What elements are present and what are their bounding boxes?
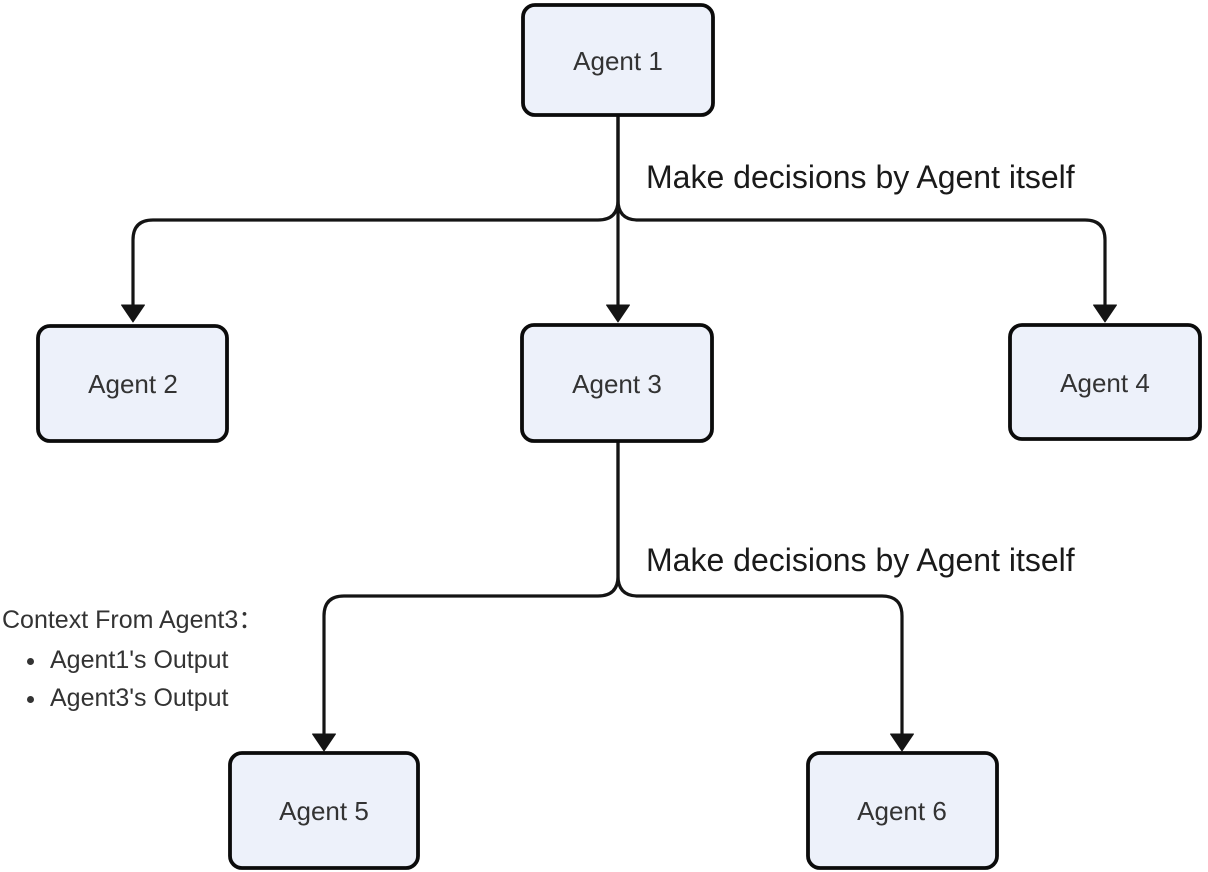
node-agent-1-box bbox=[521, 3, 715, 117]
context-annotation-item-1: Agent1's Output bbox=[48, 641, 263, 679]
node-agent-1: Agent 1 bbox=[521, 3, 715, 117]
node-agent-4-box bbox=[1008, 323, 1202, 441]
edge-label-make-decisions-2: Make decisions by Agent itself bbox=[646, 542, 1075, 578]
node-agent-6-label: Agent 6 bbox=[857, 796, 947, 826]
arrowhead-agent4 bbox=[1093, 304, 1117, 323]
node-agent-4-label: Agent 4 bbox=[1060, 368, 1150, 398]
node-agent-3-label: Agent 3 bbox=[572, 369, 662, 399]
node-agent-2: Agent 2 bbox=[36, 324, 229, 443]
context-annotation-item-2: Agent3's Output bbox=[48, 679, 263, 717]
node-agent-1-label: Agent 1 bbox=[573, 46, 663, 76]
node-agent-5-label: Agent 5 bbox=[279, 796, 369, 826]
node-agent-3: Agent 3 bbox=[520, 323, 714, 443]
node-agent-2-label: Agent 2 bbox=[88, 369, 178, 399]
edge-agent1-agent4 bbox=[616, 115, 1107, 306]
node-agent-5-box bbox=[228, 751, 420, 870]
edge-layer bbox=[121, 115, 1117, 752]
node-agent-6: Agent 6 bbox=[806, 751, 999, 870]
node-agent-3-box bbox=[520, 323, 714, 443]
node-agent-6-box bbox=[806, 751, 999, 870]
context-annotation-list: Agent1's Output Agent3's Output bbox=[2, 641, 263, 717]
node-agent-4: Agent 4 bbox=[1008, 323, 1202, 441]
edge-agent1-agent2 bbox=[131, 115, 620, 306]
node-agent-2-box bbox=[36, 324, 229, 443]
arrowhead-agent5 bbox=[312, 733, 336, 752]
arrowhead-agent6 bbox=[890, 733, 914, 752]
context-annotation: Context From Agent3： Agent1's Output Age… bbox=[2, 601, 263, 717]
edge-agent3-agent5 bbox=[322, 441, 620, 735]
edge-label-make-decisions-1: Make decisions by Agent itself bbox=[646, 159, 1075, 195]
node-agent-5: Agent 5 bbox=[228, 751, 420, 870]
edge-agent3-agent6 bbox=[616, 441, 904, 735]
arrowhead-agent2 bbox=[121, 304, 145, 323]
arrowhead-agent3 bbox=[606, 304, 630, 323]
context-annotation-title: Context From Agent3： bbox=[2, 606, 264, 634]
